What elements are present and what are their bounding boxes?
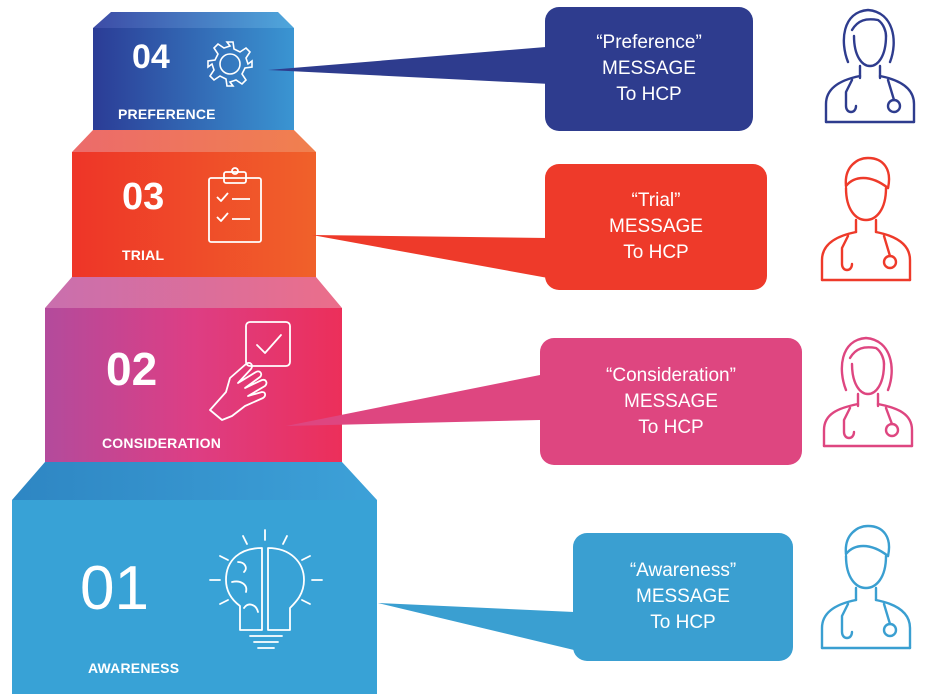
step-03-top-face: [72, 130, 316, 152]
message-line: To HCP: [650, 612, 716, 633]
step-02-label: CONSIDERATION: [102, 435, 222, 451]
bubble-01-text: “Awareness” MESSAGE To HCP: [573, 533, 793, 661]
bubble-01: [573, 533, 793, 661]
connector-02: [286, 375, 540, 426]
message-line: To HCP: [638, 416, 704, 438]
step-04-block: [93, 28, 294, 130]
connector-03: [312, 235, 548, 278]
bubble-02-text: “Consideration” MESSAGE To HCP: [540, 338, 802, 465]
gear-icon: [207, 41, 253, 87]
male-doctor-icon: [820, 524, 912, 650]
step-02-top-face: [45, 277, 342, 308]
hand-pointer-checkbox-icon: [209, 321, 291, 421]
step-03-label: TRIAL: [122, 247, 165, 263]
bubble-04: [545, 7, 753, 131]
step-04-top-face: [93, 12, 294, 28]
bubble-04-text: “Preference” MESSAGE To HCP: [545, 7, 753, 131]
message-title: “Consideration”: [606, 364, 736, 386]
step-02-block: [45, 308, 342, 462]
clipboard-checklist-icon: [208, 167, 262, 243]
message-line: MESSAGE: [636, 586, 730, 607]
message-line: MESSAGE: [602, 58, 696, 79]
step-01-label: AWARENESS: [88, 660, 180, 676]
message-title: “Preference”: [596, 32, 702, 53]
step-01-top-face: [12, 462, 377, 500]
message-title: “Trial”: [631, 190, 681, 211]
connector-04: [268, 45, 570, 85]
message-line: To HCP: [616, 84, 682, 105]
message-line: MESSAGE: [624, 390, 718, 412]
step-01-number: 01: [80, 554, 149, 623]
bubble-03: [545, 164, 767, 290]
connector-01: [378, 603, 574, 650]
female-doctor-icon: [824, 8, 916, 124]
bubble-03-text: “Trial” MESSAGE To HCP: [545, 164, 767, 290]
step-04-number: 04: [132, 38, 170, 76]
step-02-number: 02: [106, 343, 158, 395]
step-04-label: PREFERENCE: [118, 106, 216, 122]
female-doctor-icon: [822, 336, 914, 448]
message-line: MESSAGE: [609, 216, 703, 237]
step-03-number: 03: [122, 176, 165, 218]
male-doctor-icon: [820, 156, 912, 282]
step-03-block: [72, 152, 316, 277]
message-line: To HCP: [623, 242, 689, 263]
step-01-block: [12, 500, 377, 694]
bubble-02: [540, 338, 802, 465]
brain-bulb-icon: [209, 529, 323, 649]
message-title: “Awareness”: [629, 560, 737, 581]
